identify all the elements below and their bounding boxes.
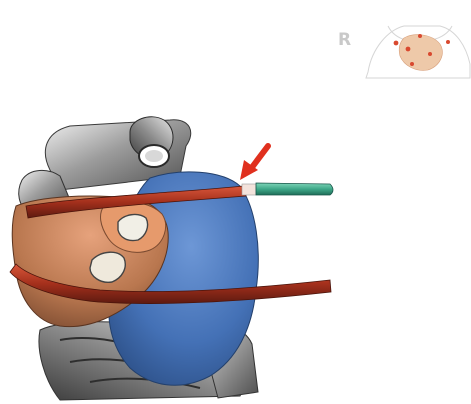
thumbnail-inset <box>366 26 470 78</box>
guide-wire <box>256 183 333 195</box>
pointer-arrow-icon <box>240 146 268 180</box>
catheter-tip <box>242 184 256 195</box>
